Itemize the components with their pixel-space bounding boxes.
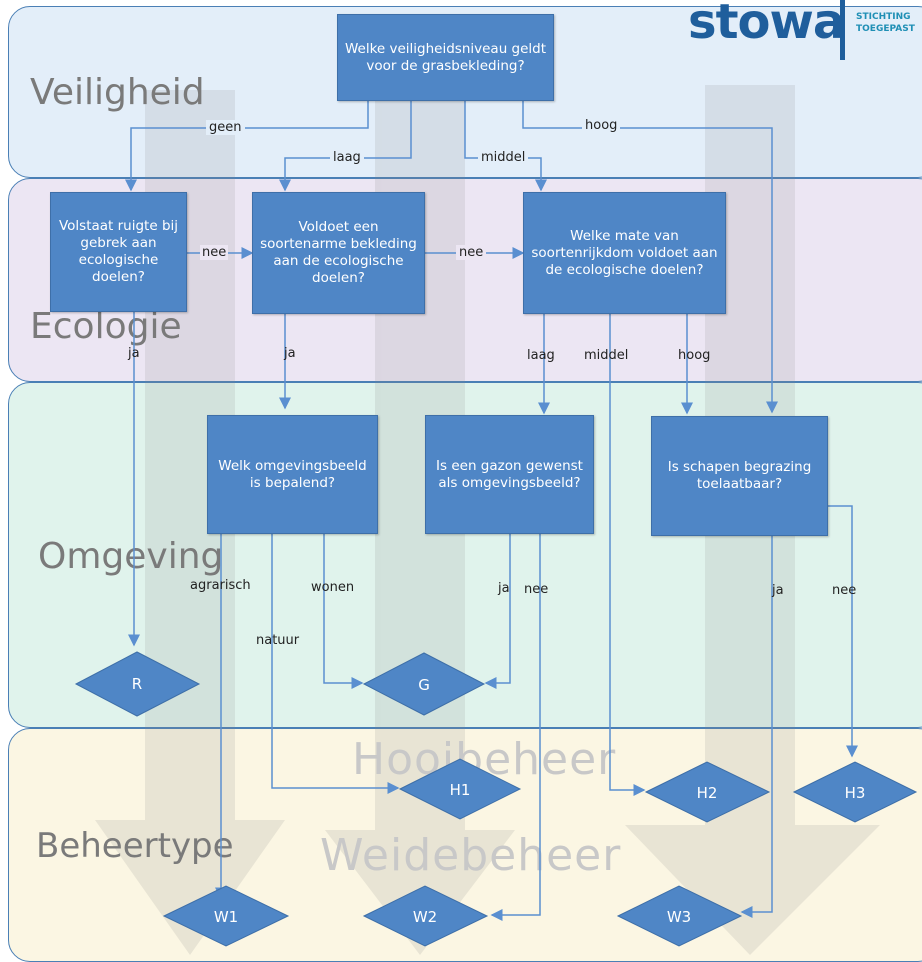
label-nee-1: nee [200,245,229,260]
outcome-h2-shape [644,761,771,823]
watermark-weidebeheer: Weidebeheer [320,830,622,881]
label-ja-4: ja [772,583,784,598]
edge-geen [125,100,369,192]
label-ja-2: ja [284,346,296,361]
edge-middel-2 [609,314,646,796]
question-schapen: Is schapen begrazing toelaatbaar? [651,416,828,536]
outcome-h1-shape [398,758,522,820]
outcome-w3: W3 [667,908,691,926]
label-middel-2: middel [584,348,629,363]
band-title-ecologie: Ecologie [30,306,182,347]
edge-gazon-nee [490,534,541,921]
question-ruigte: Volstaat ruigte bij gebrek aan ecologisc… [50,192,187,312]
outcome-h2: H2 [697,784,718,802]
outcome-h1: H1 [450,781,471,799]
label-wonen: wonen [311,580,355,595]
stowa-logo: stowa [688,0,845,50]
band-title-omgeving: Omgeving [38,536,224,577]
edge-schapen-nee [826,505,858,758]
label-ja-3: ja [498,581,510,596]
question-omgevingsbeeld: Welk omgevingsbeeld is bepalend? [207,415,378,534]
outcome-h3-shape [792,761,918,823]
label-hoog: hoog [582,118,621,133]
logo-line2: TOEGEPAST [856,24,915,34]
label-nee-4: nee [832,583,857,598]
bg-arrow-left [95,90,285,955]
label-hoog-2: hoog [678,348,711,363]
outcome-r-shape [74,651,201,717]
question-veiligheidsniveau: Welke veiligheidsniveau geldt voor de gr… [337,14,554,101]
question-soortenrijkdom: Welke mate van soortenrijkdom voldoet aa… [523,192,726,314]
edge-schapen-ja [740,536,773,918]
outcome-w3-shape [616,885,743,947]
edge-hoog [522,100,778,414]
label-agrarisch: agrarisch [190,578,251,593]
label-ja-1: ja [128,346,140,361]
outcome-g: G [418,676,430,694]
question-gazon: Is een gazon gewenst als omgevingsbeeld? [425,415,594,534]
label-laag: laag [330,150,364,165]
logo-bar [840,0,845,60]
edge-natuur [271,534,400,794]
outcome-w1-shape [162,885,290,947]
outcome-r: R [132,675,142,693]
question-soortenarm: Voldoet een soortenarme bekleding aan de… [252,192,425,314]
outcome-w2: W2 [413,908,437,926]
band-title-veiligheid: Veiligheid [30,72,205,113]
label-natuur: natuur [256,633,300,648]
outcome-w2-shape [362,885,489,947]
outcome-w1: W1 [214,908,238,926]
logo-wordmark: stowa [688,0,845,50]
label-geen: geen [206,120,245,135]
logo-line1: STICHTING [856,12,911,22]
edge-gazon-ja [484,534,511,689]
edge-wonen [323,534,364,689]
label-laag-2: laag [527,348,555,363]
outcome-h3: H3 [845,784,866,802]
label-nee-2: nee [456,245,487,260]
band-title-beheertype: Beheertype [36,826,234,866]
label-middel: middel [478,150,529,165]
label-nee-3: nee [524,582,549,597]
bg-arrow-middle [325,95,515,955]
outcome-g-shape [362,652,486,716]
